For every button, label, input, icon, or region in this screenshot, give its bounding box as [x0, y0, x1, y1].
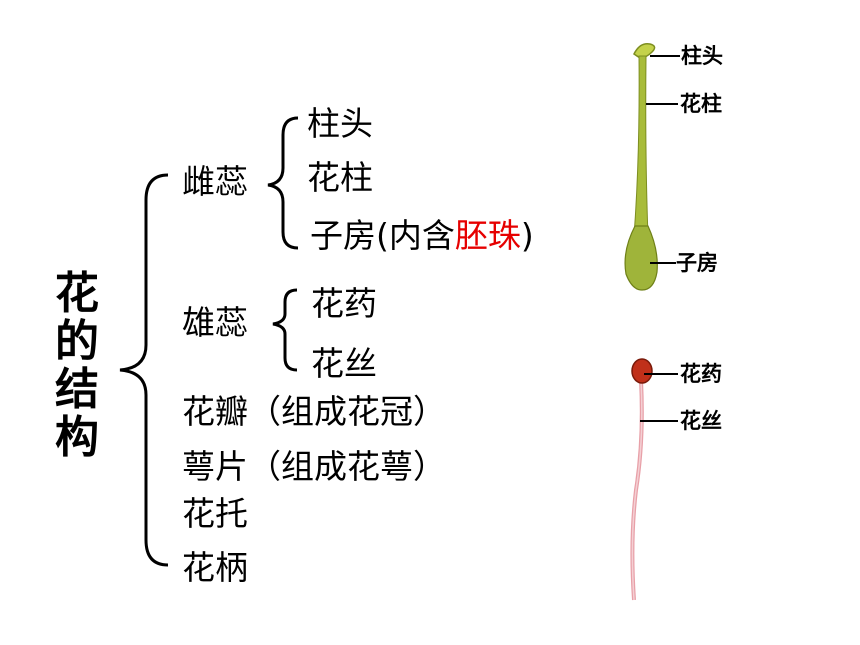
petal-label: 花瓣（组成花冠）	[182, 392, 446, 431]
figure-label-anther: 花药	[680, 362, 722, 386]
figure-label-stigma: 柱头	[681, 44, 723, 68]
anther-label: 花药	[311, 284, 377, 323]
main-brace	[119, 173, 169, 567]
title-char: 花	[55, 268, 99, 319]
filament-label: 花丝	[311, 344, 377, 383]
pistil-illustration	[624, 42, 658, 291]
ovary-prefix: 子房(内含	[310, 216, 455, 255]
pistil-label: 雌蕊	[182, 162, 248, 201]
stamen-brace	[272, 288, 298, 372]
figure-label-filament: 花丝	[680, 409, 722, 433]
receptacle-label: 花托	[182, 494, 248, 533]
figure-label-ovary: 子房	[676, 251, 718, 275]
style-label: 花柱	[307, 158, 373, 197]
pistil-brace	[267, 116, 299, 250]
stigma-label: 柱头	[307, 104, 373, 143]
stamen-illustration	[630, 358, 653, 601]
figure-label-style: 花柱	[680, 92, 722, 116]
ovule-term: 胚珠	[454, 216, 521, 255]
ovary-suffix: )	[520, 216, 534, 255]
title-char: 构	[55, 412, 99, 463]
sepal-label: 萼片（组成花萼）	[182, 447, 446, 486]
title-char: 的	[55, 316, 99, 367]
ovary-label: 子房(内含胚珠)	[310, 216, 534, 256]
stamen-label: 雄蕊	[182, 303, 248, 342]
stamen-pointer-lines	[640, 373, 678, 422]
pedicel-label: 花柄	[182, 548, 248, 587]
pistil-pointer-lines	[646, 55, 680, 264]
title-char: 结	[55, 364, 99, 415]
diagram-title: 花 的 结 构	[50, 270, 104, 462]
